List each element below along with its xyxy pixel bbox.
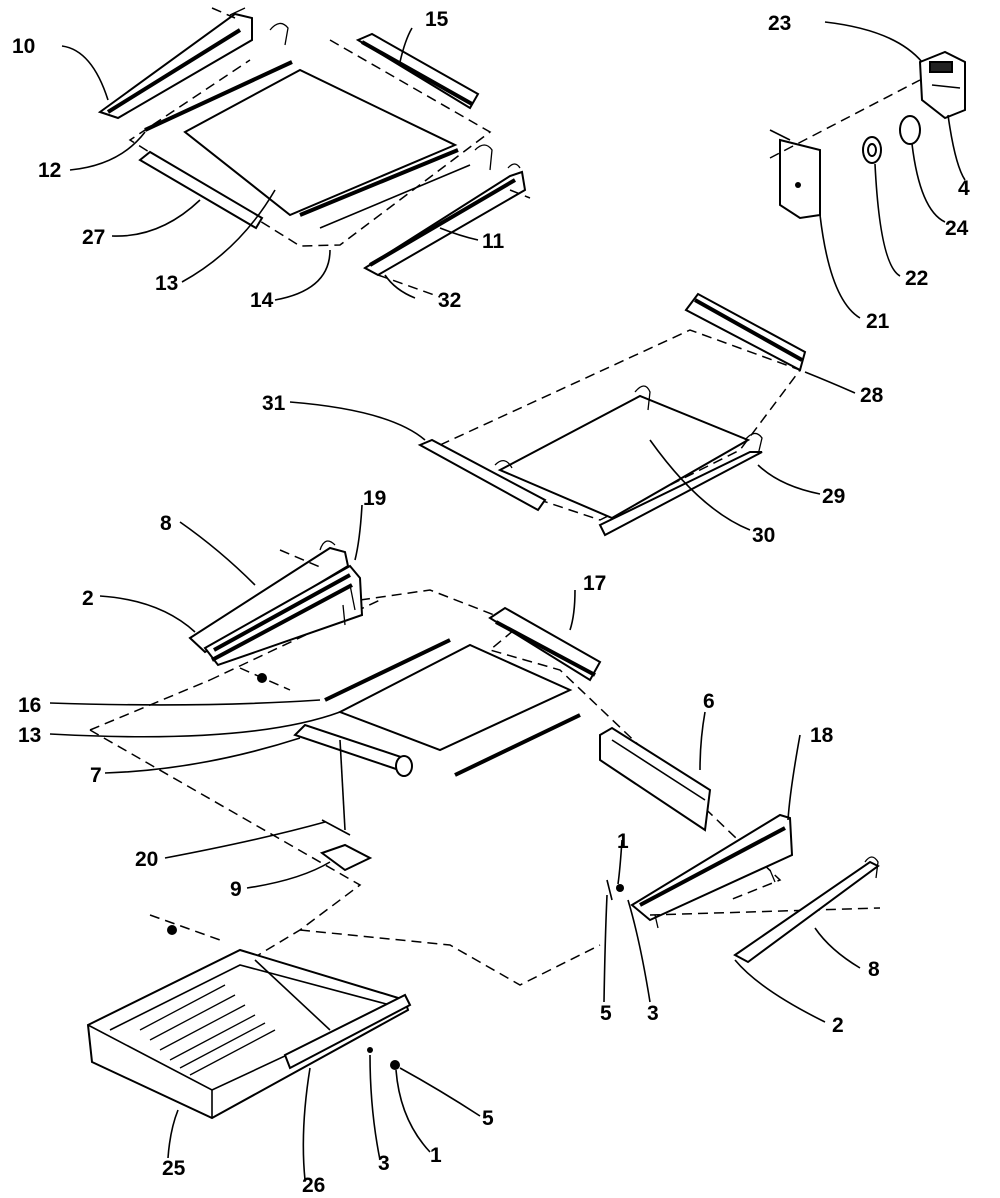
- left-rail-8: [188, 546, 350, 654]
- side-trim-31: [417, 438, 547, 512]
- callout-24: 24: [945, 217, 969, 240]
- callout-18: 18: [810, 724, 834, 747]
- front-trim-27: [138, 150, 264, 230]
- right-rail-8: [733, 860, 880, 964]
- callout-8-lower: 8: [868, 958, 880, 981]
- upper-shelf-glass: [183, 68, 458, 217]
- callout-14: 14: [250, 289, 274, 312]
- callout-27: 27: [82, 226, 105, 249]
- middle-shelf-assembly: [417, 292, 807, 537]
- callout-1-upper: 1: [617, 830, 629, 853]
- drawer-25: [86, 948, 410, 1120]
- trim-6: [599, 726, 712, 832]
- callout-20: 20: [135, 848, 158, 871]
- callout-21: 21: [866, 310, 890, 333]
- callout-19: 19: [363, 487, 386, 510]
- front-trim-29: [598, 451, 763, 537]
- callout-5-upper: 5: [600, 1002, 612, 1025]
- leader-lines: [49, 21, 966, 1181]
- callout-26: 26: [302, 1174, 325, 1197]
- callout-3-lower: 3: [378, 1152, 390, 1175]
- upper-shelf-assembly: [97, 7, 531, 298]
- callout-30: 30: [752, 524, 775, 547]
- callout-32: 32: [438, 289, 461, 312]
- bracket-21: [779, 138, 821, 220]
- callout-2-upper: 2: [82, 587, 94, 610]
- callout-2-lower: 2: [832, 1014, 844, 1037]
- callout-10: 10: [12, 35, 35, 58]
- callout-31: 31: [262, 392, 286, 415]
- lower-shelf-glass-13: [337, 643, 573, 752]
- callout-1-lower: 1: [430, 1144, 442, 1167]
- callout-25: 25: [162, 1157, 186, 1180]
- callout-8-upper: 8: [160, 512, 172, 535]
- callout-15: 15: [425, 8, 449, 31]
- callout-13-lower: 13: [18, 724, 41, 747]
- callout-29: 29: [822, 485, 845, 508]
- callout-5-lower: 5: [482, 1107, 494, 1130]
- callout-3-upper: 3: [647, 1002, 659, 1025]
- callout-28: 28: [860, 384, 884, 407]
- callout-labels: 10 15 23 4 12 24 27 11 22 13 14 32 21 28…: [12, 8, 970, 1197]
- callout-12: 12: [38, 159, 61, 182]
- drawer-cover-26: [283, 993, 412, 1070]
- crisper-drawer-assembly: [86, 914, 412, 1120]
- callout-23: 23: [768, 12, 791, 35]
- callout-13-upper: 13: [155, 272, 178, 295]
- cap-24: [899, 115, 921, 145]
- callout-9: 9: [230, 878, 242, 901]
- bracket-assembly: [769, 50, 966, 220]
- callout-6: 6: [703, 690, 715, 713]
- shelf-glass-30: [497, 394, 751, 520]
- lower-shelf-assembly: [89, 540, 881, 991]
- callout-4: 4: [958, 177, 970, 200]
- callout-16: 16: [18, 694, 41, 717]
- callout-22: 22: [905, 267, 928, 290]
- callout-7: 7: [90, 764, 102, 787]
- callout-17: 17: [583, 572, 606, 595]
- clip-9: [319, 843, 373, 872]
- callout-11: 11: [482, 230, 505, 253]
